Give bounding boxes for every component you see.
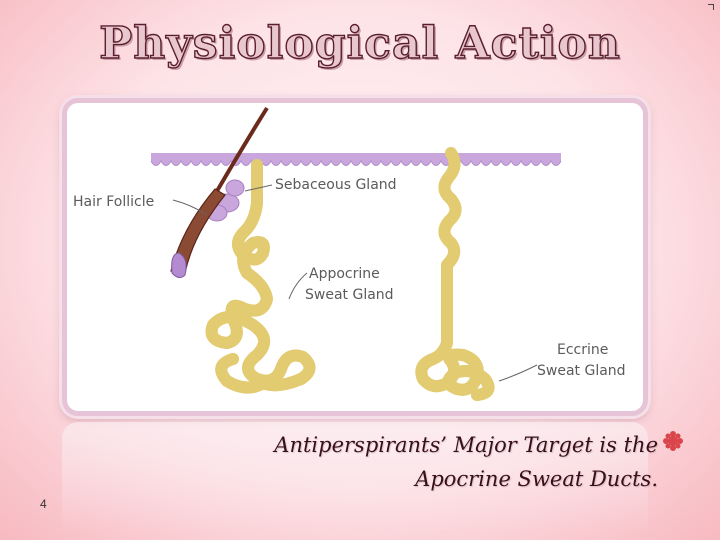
slide-title: Physiological Action [98, 17, 621, 69]
slide-caption: Antiperspirants’ Major Target is the Apo… [274, 428, 658, 496]
caption-line-2: Apocrine Sweat Ducts. [415, 467, 658, 491]
leader-lines [172, 184, 538, 382]
apocrine-gland-shape [212, 159, 310, 388]
corner-mark [708, 4, 714, 10]
leader-eccrine [498, 364, 538, 382]
eccrine-gland-shape [421, 147, 488, 401]
diagram-panel: Hair Follicle Sebaceous Gland Appocrine … [62, 98, 648, 416]
caption-line-1: Antiperspirants’ Major Target is the [274, 433, 658, 457]
page-number: 4 [40, 497, 47, 511]
leader-hair-follicle [172, 199, 208, 216]
panel-reflection [62, 422, 648, 532]
label-eccrine-line2: Sweat Gland [537, 363, 626, 379]
leader-apocrine [288, 272, 308, 300]
label-eccrine-line1: Eccrine [557, 342, 608, 358]
leader-sebaceous [244, 184, 273, 192]
label-sebaceous-gland: Sebaceous Gland [275, 177, 397, 193]
flower-bullet-icon [663, 431, 683, 451]
label-hair-follicle: Hair Follicle [73, 194, 154, 210]
label-apocrine-line2: Sweat Gland [305, 287, 394, 303]
skin-surface-layer [150, 153, 562, 166]
sweat-gland-diagram: Hair Follicle Sebaceous Gland Appocrine … [73, 106, 626, 401]
hair-follicle-shape [170, 106, 269, 279]
label-apocrine-line1: Appocrine [309, 266, 380, 282]
